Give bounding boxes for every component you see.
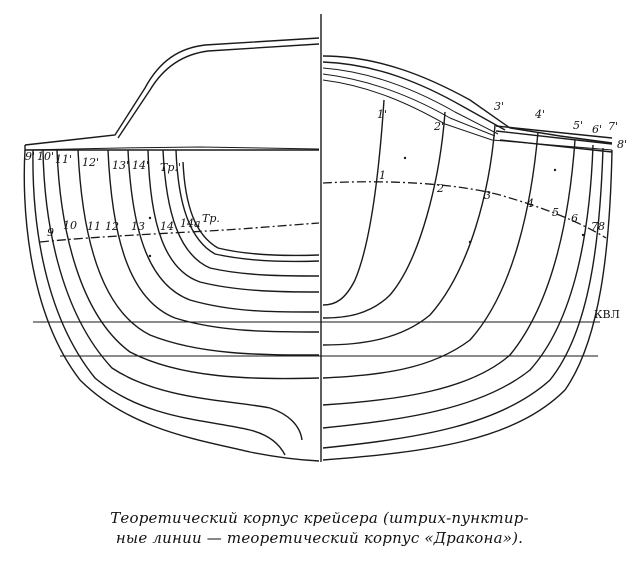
label-transom-prime: Тр.' [160, 161, 181, 174]
label-station-14a: 14а [180, 217, 201, 230]
label-station-9-prime: 9' [25, 150, 35, 163]
left-deck-outline [24, 37, 320, 151]
label-station-10: 10 [63, 219, 77, 232]
caption-line-2: ные линии — теоретический корпус «Дракон… [115, 529, 524, 547]
label-station-4: 4 [526, 197, 534, 210]
label-station-1-prime: 1' [377, 108, 387, 121]
label-station-1: 1 [379, 169, 386, 182]
label-waterline-kvl: КВЛ [594, 308, 620, 321]
label-station-11: 11 [87, 220, 101, 233]
label-station-14-prime: 14' [132, 159, 149, 172]
label-station-2-prime: 2' [433, 120, 444, 133]
left-station-lines [23, 149, 320, 462]
label-station-3-prime: 3' [494, 100, 504, 113]
right-station-lines [322, 99, 613, 461]
label-station-12: 12 [105, 220, 119, 233]
label-station-14: 14 [160, 220, 174, 233]
body-plan-diagram: 9' 10' 11' 12' 13' 14' Тр.' 9 10 11 12 1… [23, 14, 627, 462]
label-station-8: 8 [598, 220, 605, 233]
label-station-2: 2 [436, 182, 444, 195]
right-deck-outline [322, 55, 613, 153]
label-station-5: 5 [552, 206, 559, 219]
label-station-6: 6 [571, 212, 578, 225]
scatter-dots [148, 156, 585, 258]
label-station-13: 13 [131, 220, 145, 233]
label-station-5-prime: 5' [573, 119, 583, 132]
caption-line-1: Теоретический корпус крейсера (штрих-пун… [110, 509, 529, 527]
label-station-6-prime: 6' [592, 123, 602, 136]
label-station-7: 7 [591, 220, 598, 233]
label-station-12-prime: 12' [82, 156, 99, 169]
label-station-7-prime: 7' [608, 120, 618, 133]
label-transom: Тр. [202, 212, 220, 225]
right-dragon-deck-line [322, 181, 607, 239]
label-station-4-prime: 4' [534, 108, 545, 121]
label-station-8-prime: 8' [617, 138, 627, 151]
label-station-11-prime: 11' [55, 153, 72, 166]
figure-caption: Теоретический корпус крейсера (штрих-пун… [0, 508, 639, 548]
label-station-9: 9 [47, 226, 54, 239]
left-dragon-deck-line [39, 222, 320, 243]
label-station-13-prime: 13' [112, 159, 129, 172]
label-station-10-prime: 10' [37, 150, 54, 163]
label-station-3: 3 [484, 189, 491, 202]
